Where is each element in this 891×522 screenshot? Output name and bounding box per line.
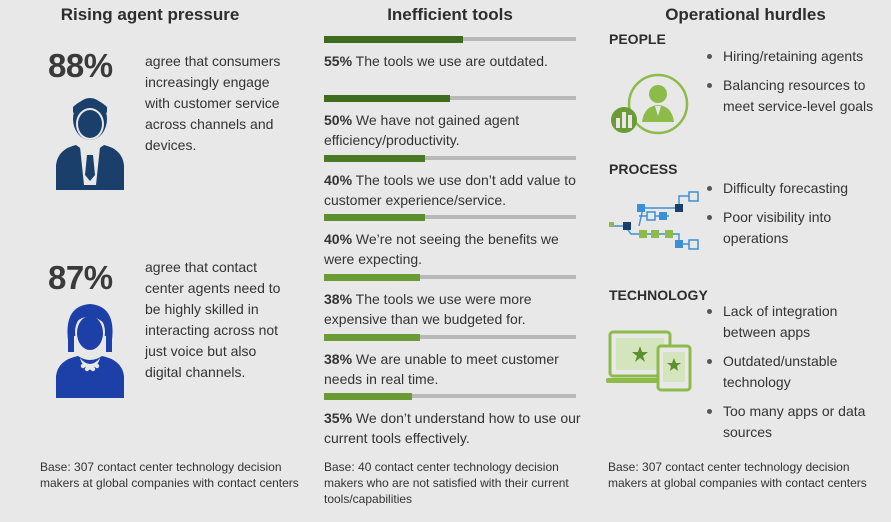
list-item: Balancing resources to meet service-leve…: [705, 75, 885, 117]
process-label: PROCESS: [609, 161, 678, 177]
process-flow-icon: [609, 191, 699, 250]
bar-label: We’re not seeing the benefits we were ex…: [324, 231, 559, 267]
list-item: Outdated/unstable technology: [705, 351, 885, 393]
stat-88-value: 88%: [48, 47, 113, 84]
technology-bullets: Lack of integration between apps Outdate…: [705, 301, 885, 451]
bar-label: The tools we use were more expensive tha…: [324, 291, 532, 327]
bar-label: We have not gained agent efficiency/prod…: [324, 112, 520, 148]
operational-hurdles-column: Operational hurdles PEOPLE Hiring/retain…: [600, 0, 891, 522]
bar-percent: 50%: [324, 112, 353, 128]
devices-icon: [606, 330, 692, 392]
bar-fill: [324, 273, 420, 281]
bar-fill: [324, 392, 412, 400]
bar-fill: [324, 94, 450, 102]
stat-87-text: agree that contact center agents need to…: [145, 259, 281, 380]
stat-87-value: 87%: [48, 259, 113, 296]
people-bullets: Hiring/retaining agents Balancing resour…: [705, 46, 885, 125]
list-item: Lack of integration between apps: [705, 301, 885, 343]
technology-label: TECHNOLOGY: [609, 287, 708, 303]
inefficient-tools-column: Inefficient tools 55% The tools we use a…: [300, 0, 600, 522]
female-agent-icon: [56, 304, 124, 398]
people-label: PEOPLE: [609, 31, 666, 47]
bar-percent: 38%: [324, 351, 353, 367]
bar-track: [324, 96, 576, 100]
stat-88-text: agree that consumers increasingly engage…: [145, 53, 281, 153]
agent-pressure-base-note: Base: 307 contact center technology deci…: [40, 460, 299, 490]
male-agent-icon: [56, 98, 124, 190]
bar-percent: 40%: [324, 231, 353, 247]
bar-track: [324, 394, 576, 398]
bar-track: [324, 215, 576, 219]
bar-percent: 35%: [324, 410, 353, 426]
bar-label: The tools we use don’t add value to cust…: [324, 172, 576, 208]
inefficient-tools-title: Inefficient tools: [387, 5, 513, 24]
bar-track: [324, 335, 576, 339]
process-bullets: Difficulty forecasting Poor visibility i…: [705, 178, 885, 257]
bar-track: [324, 156, 576, 160]
bar-label: The tools we use are outdated.: [355, 53, 548, 69]
bar-fill: [324, 333, 420, 341]
bar-fill: [324, 213, 425, 221]
people-chart-icon: [611, 73, 689, 135]
list-item: Poor visibility into operations: [705, 207, 885, 249]
bar-fill: [324, 35, 463, 43]
operational-hurdles-title: Operational hurdles: [665, 5, 826, 24]
bar-percent: 40%: [324, 172, 353, 188]
bar-track: [324, 275, 576, 279]
bar-label: We don’t understand how to use our curre…: [324, 410, 581, 446]
agent-pressure-title: Rising agent pressure: [60, 5, 240, 24]
agent-pressure-column: Rising agent pressure 88% agree that con…: [0, 0, 300, 522]
list-item: Difficulty forecasting: [705, 178, 885, 199]
list-item: Too many apps or data sources: [705, 401, 885, 443]
bar-percent: 38%: [324, 291, 353, 307]
operational-hurdles-base-note: Base: 307 contact center technology deci…: [608, 460, 867, 490]
bar-percent: 55%: [324, 53, 353, 69]
list-item: Hiring/retaining agents: [705, 46, 885, 67]
bar-label: We are unable to meet customer needs in …: [324, 351, 559, 387]
inefficient-tools-base-note: Base: 40 contact center technology decis…: [324, 460, 569, 506]
bar-fill: [324, 154, 425, 162]
